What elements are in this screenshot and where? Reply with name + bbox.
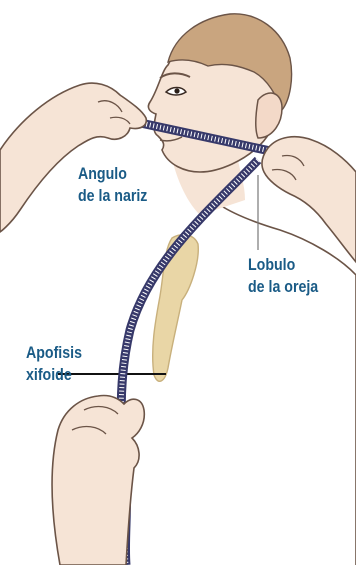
label-nose-line2: de la nariz <box>78 185 147 207</box>
tape-vertical-ticks <box>121 160 258 565</box>
sternum-bone <box>153 235 199 382</box>
label-xiphoid-line1: Apofisis <box>26 342 82 364</box>
label-nose-line1: Angulo <box>78 163 147 185</box>
lower-hand <box>52 395 144 565</box>
pupil <box>174 88 179 93</box>
label-ear-lobe: Lobulo de la oreja <box>248 254 318 298</box>
label-nose-angle: Angulo de la nariz <box>78 163 147 207</box>
ear <box>256 93 282 138</box>
left-hand <box>0 83 146 232</box>
label-xiphoid-process: Apofisis xifoide <box>26 342 82 386</box>
label-ear-line2: de la oreja <box>248 276 318 298</box>
right-hand <box>262 137 356 262</box>
tape-vertical <box>121 160 258 565</box>
label-xiphoid-line2: xifoide <box>26 364 82 386</box>
label-ear-line1: Lobulo <box>248 254 318 276</box>
